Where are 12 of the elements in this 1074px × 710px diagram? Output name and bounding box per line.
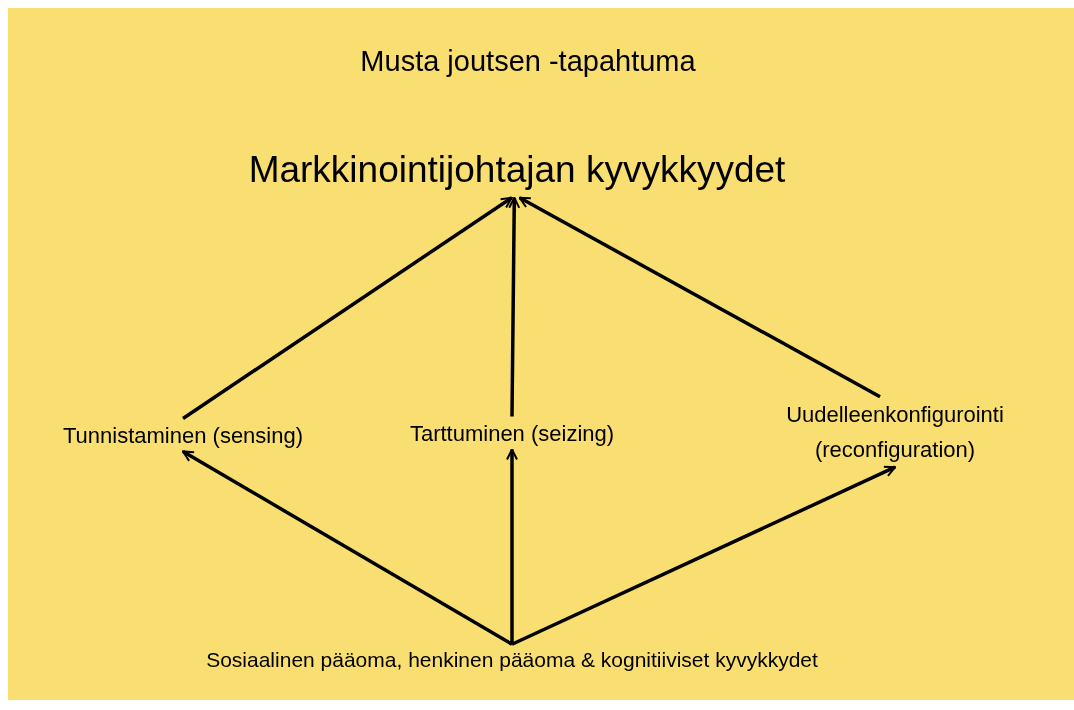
node-label: Tunnistaminen (sensing) (62, 418, 304, 452)
arrow (506, 448, 518, 645)
arrow (182, 196, 513, 420)
node-label: Tarttuminen (seizing) (409, 416, 615, 450)
title: Musta joutsen -tapahtuma (360, 44, 696, 80)
arrow (518, 196, 881, 399)
node-label: Uudelleenkonfigurointi (reconfiguration) (745, 396, 1045, 468)
node-label: Markkinointijohtajan kyvykkyydet (248, 142, 786, 198)
arrow (508, 196, 521, 417)
node-label: Sosiaalinen pääoma, henkinen pääoma & kognitiiviset kyvykkydet (206, 644, 818, 676)
arrow (511, 465, 896, 646)
arrow (182, 450, 513, 646)
